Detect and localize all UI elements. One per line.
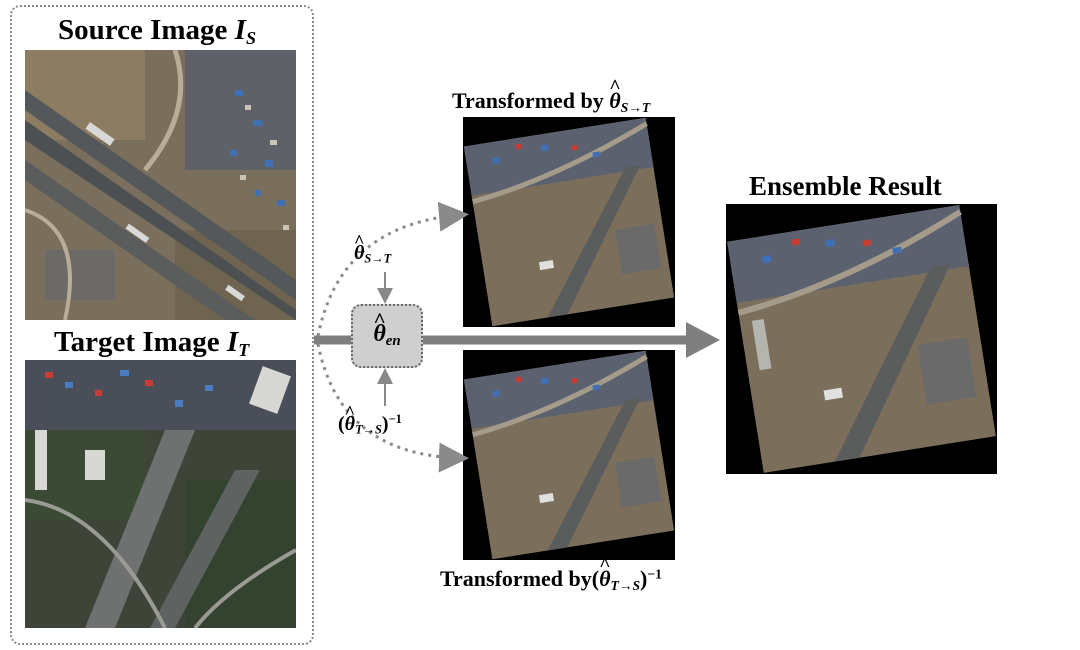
- ensemble-result-image: [726, 204, 997, 474]
- transformed-bottom-image: [463, 350, 675, 560]
- transformed-top-label: Transformed by θS→T: [452, 76, 650, 116]
- main-arrow-head: [686, 322, 720, 358]
- source-image-label: Source Image IS: [58, 14, 256, 49]
- target-image: [25, 360, 296, 628]
- theta-ts-inverse-label: (θT→S)−1: [338, 402, 402, 437]
- ensemble-result-label: Ensemble Result: [749, 171, 942, 201]
- theta-st-label: θS→T: [354, 231, 391, 266]
- curve-to-top: [316, 201, 469, 337]
- source-image: [25, 50, 296, 320]
- transformed-top-image: [463, 117, 675, 327]
- target-image-label: Target Image IT: [54, 326, 250, 361]
- theta-en-box: θen: [351, 304, 423, 368]
- curve-to-bottom: [316, 343, 469, 473]
- transformed-bottom-label: Transformed by(θT→S)−1: [440, 554, 662, 594]
- input-images-frame: [10, 5, 314, 645]
